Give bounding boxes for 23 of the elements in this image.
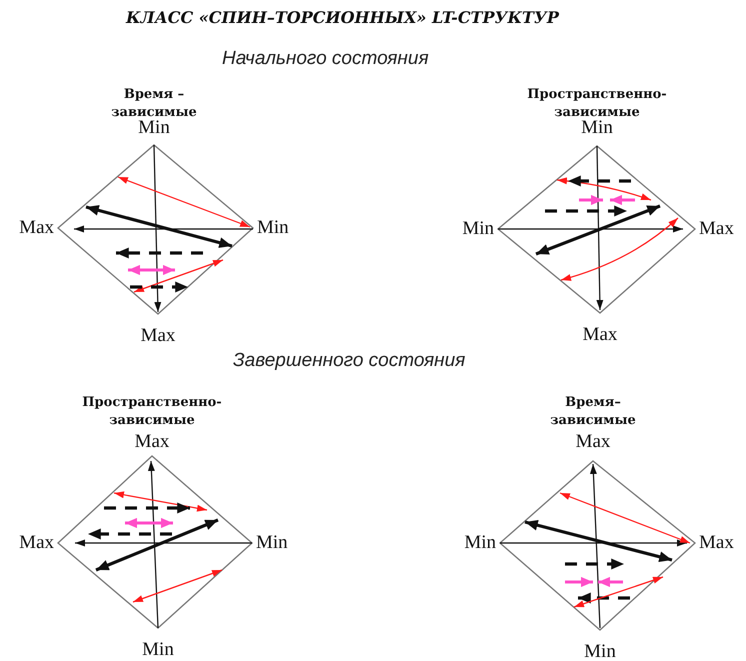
panel-heading: Пространственно-зависимые: [527, 86, 667, 120]
subtitle: Завершенного состояния: [233, 350, 466, 372]
axis-label: Min: [464, 533, 496, 553]
axis-label: Min: [462, 219, 494, 239]
axis-label: Max: [699, 533, 734, 553]
axis-label: Min: [138, 118, 170, 138]
panel-heading: Пространственно-зависимые: [82, 394, 222, 430]
axis-label: Min: [257, 218, 289, 238]
axis-label: Min: [584, 642, 616, 661]
axis-label: Max: [140, 326, 176, 346]
axis-label: Max: [19, 218, 54, 238]
axis-label: Max: [576, 432, 610, 452]
axis-label: Min: [256, 533, 288, 553]
axis-label: Max: [699, 219, 734, 239]
axis-label: Max: [582, 325, 618, 345]
subtitle: Начального состояния: [222, 48, 429, 70]
axis-label: Max: [19, 533, 54, 553]
axis-label: Min: [142, 640, 174, 660]
panel-heading: Время – зависимые: [110, 86, 198, 120]
axis-label: Max: [134, 432, 170, 452]
title: КЛАСС «СПИН–ТОРСИОННЫХ» LT-СТРУКТУР: [126, 8, 559, 27]
panel-heading: Время– зависимые: [549, 394, 637, 430]
axis-label: Min: [581, 118, 613, 138]
